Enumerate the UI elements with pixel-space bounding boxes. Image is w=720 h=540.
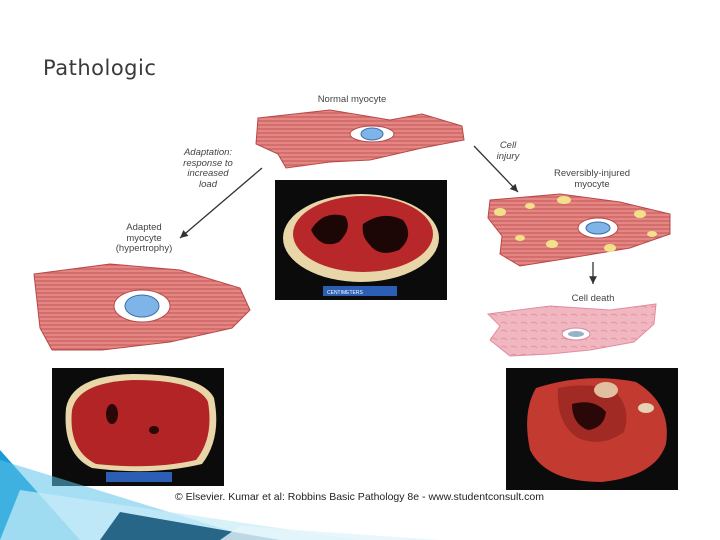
photo-hypertrophic-heart xyxy=(52,368,224,486)
arrow-adaptation xyxy=(179,167,263,239)
slide-title: Pathologic xyxy=(43,56,157,80)
photo-infarcted-heart xyxy=(506,368,678,490)
label-normal-myocyte: Normal myocyte xyxy=(317,94,387,105)
myocyte-figure: Normal myocyte Adaptation: response to i… xyxy=(30,88,682,506)
myocyte-diagram xyxy=(33,109,671,357)
label-cell-death: Cell death xyxy=(571,293,615,304)
dead-myocyte xyxy=(486,303,657,357)
label-adapted-myocyte: Adapted myocyte (hypertrophy) xyxy=(115,222,173,254)
label-adaptation: Adaptation: response to increased load xyxy=(183,147,233,190)
reversibly-injured-myocyte xyxy=(487,193,671,267)
photo-normal-heart: CENTIMETERS xyxy=(275,180,447,300)
label-reversibly-injured: Reversibly-injured myocyte xyxy=(553,168,631,190)
arrow-injury xyxy=(473,145,519,193)
scale-label: CENTIMETERS xyxy=(327,290,364,296)
normal-myocyte xyxy=(255,109,465,169)
hypertrophic-myocyte xyxy=(33,263,251,351)
corner-decoration xyxy=(0,450,440,540)
label-cell-injury: Cell injury xyxy=(496,140,520,162)
figure-credit: © Elsevier. Kumar et al: Robbins Basic P… xyxy=(175,491,544,503)
